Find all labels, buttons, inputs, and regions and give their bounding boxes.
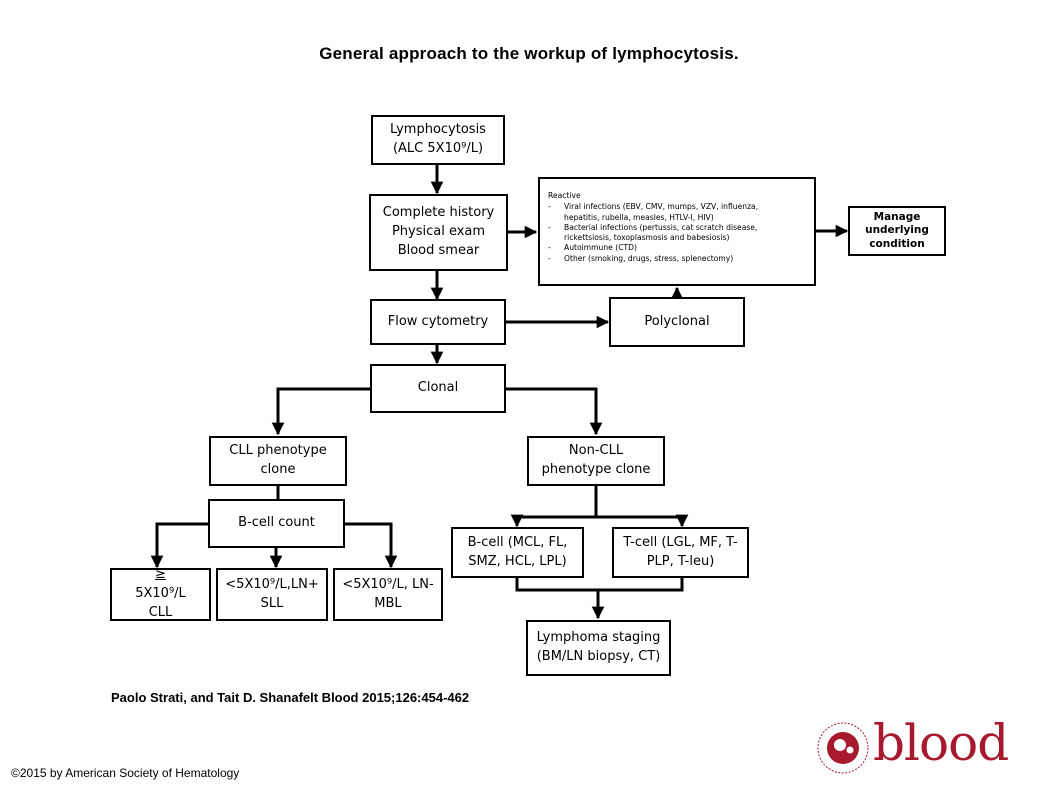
reactive-causes-box: Reactive -Viral infections (EBV, CMV, mu… — [538, 177, 816, 286]
mbl-result-box: <5X10⁹/L, LN-MBL — [333, 568, 443, 621]
arrow-clonal-noncll — [506, 387, 603, 436]
arrow-count-cll — [150, 522, 209, 569]
geq-symbol: ≥ — [155, 567, 166, 583]
page-title: General approach to the workup of lympho… — [319, 44, 739, 63]
lymphocytosis-box: Lymphocytosis(ALC 5X10⁹/L) — [371, 115, 505, 165]
citation: Paolo Strati, and Tait D. Shanafelt Bloo… — [111, 690, 470, 705]
connector-bcell-join — [515, 578, 684, 592]
bcell-lymphoma-box: B-cell (MCL, FL,SMZ, HCL, LPL) — [451, 527, 584, 578]
sll-result-box: <5X10⁹/L,LN+SLL — [216, 568, 328, 621]
ash-seal-icon — [817, 722, 869, 774]
arrow-clonal-cll — [271, 387, 370, 436]
copyright: ©2015 by American Society of Hematology — [11, 766, 240, 780]
lymphoma-staging-box: Lymphoma staging(BM/LN biopsy, CT) — [526, 620, 671, 676]
tcell-lymphoma-box: T-cell (LGL, MF, T-PLP, T-leu) — [612, 527, 749, 578]
blood-journal-logo: blood — [815, 714, 1009, 776]
polyclonal-box: Polyclonal — [609, 297, 745, 347]
connector-noncll-branch — [517, 486, 598, 519]
arrow-count-mbl — [345, 522, 398, 569]
flow-cytometry-box: Flow cytometry — [370, 299, 506, 345]
bcell-count-box: B-cell count — [208, 499, 345, 548]
clonal-box: Clonal — [370, 364, 506, 413]
